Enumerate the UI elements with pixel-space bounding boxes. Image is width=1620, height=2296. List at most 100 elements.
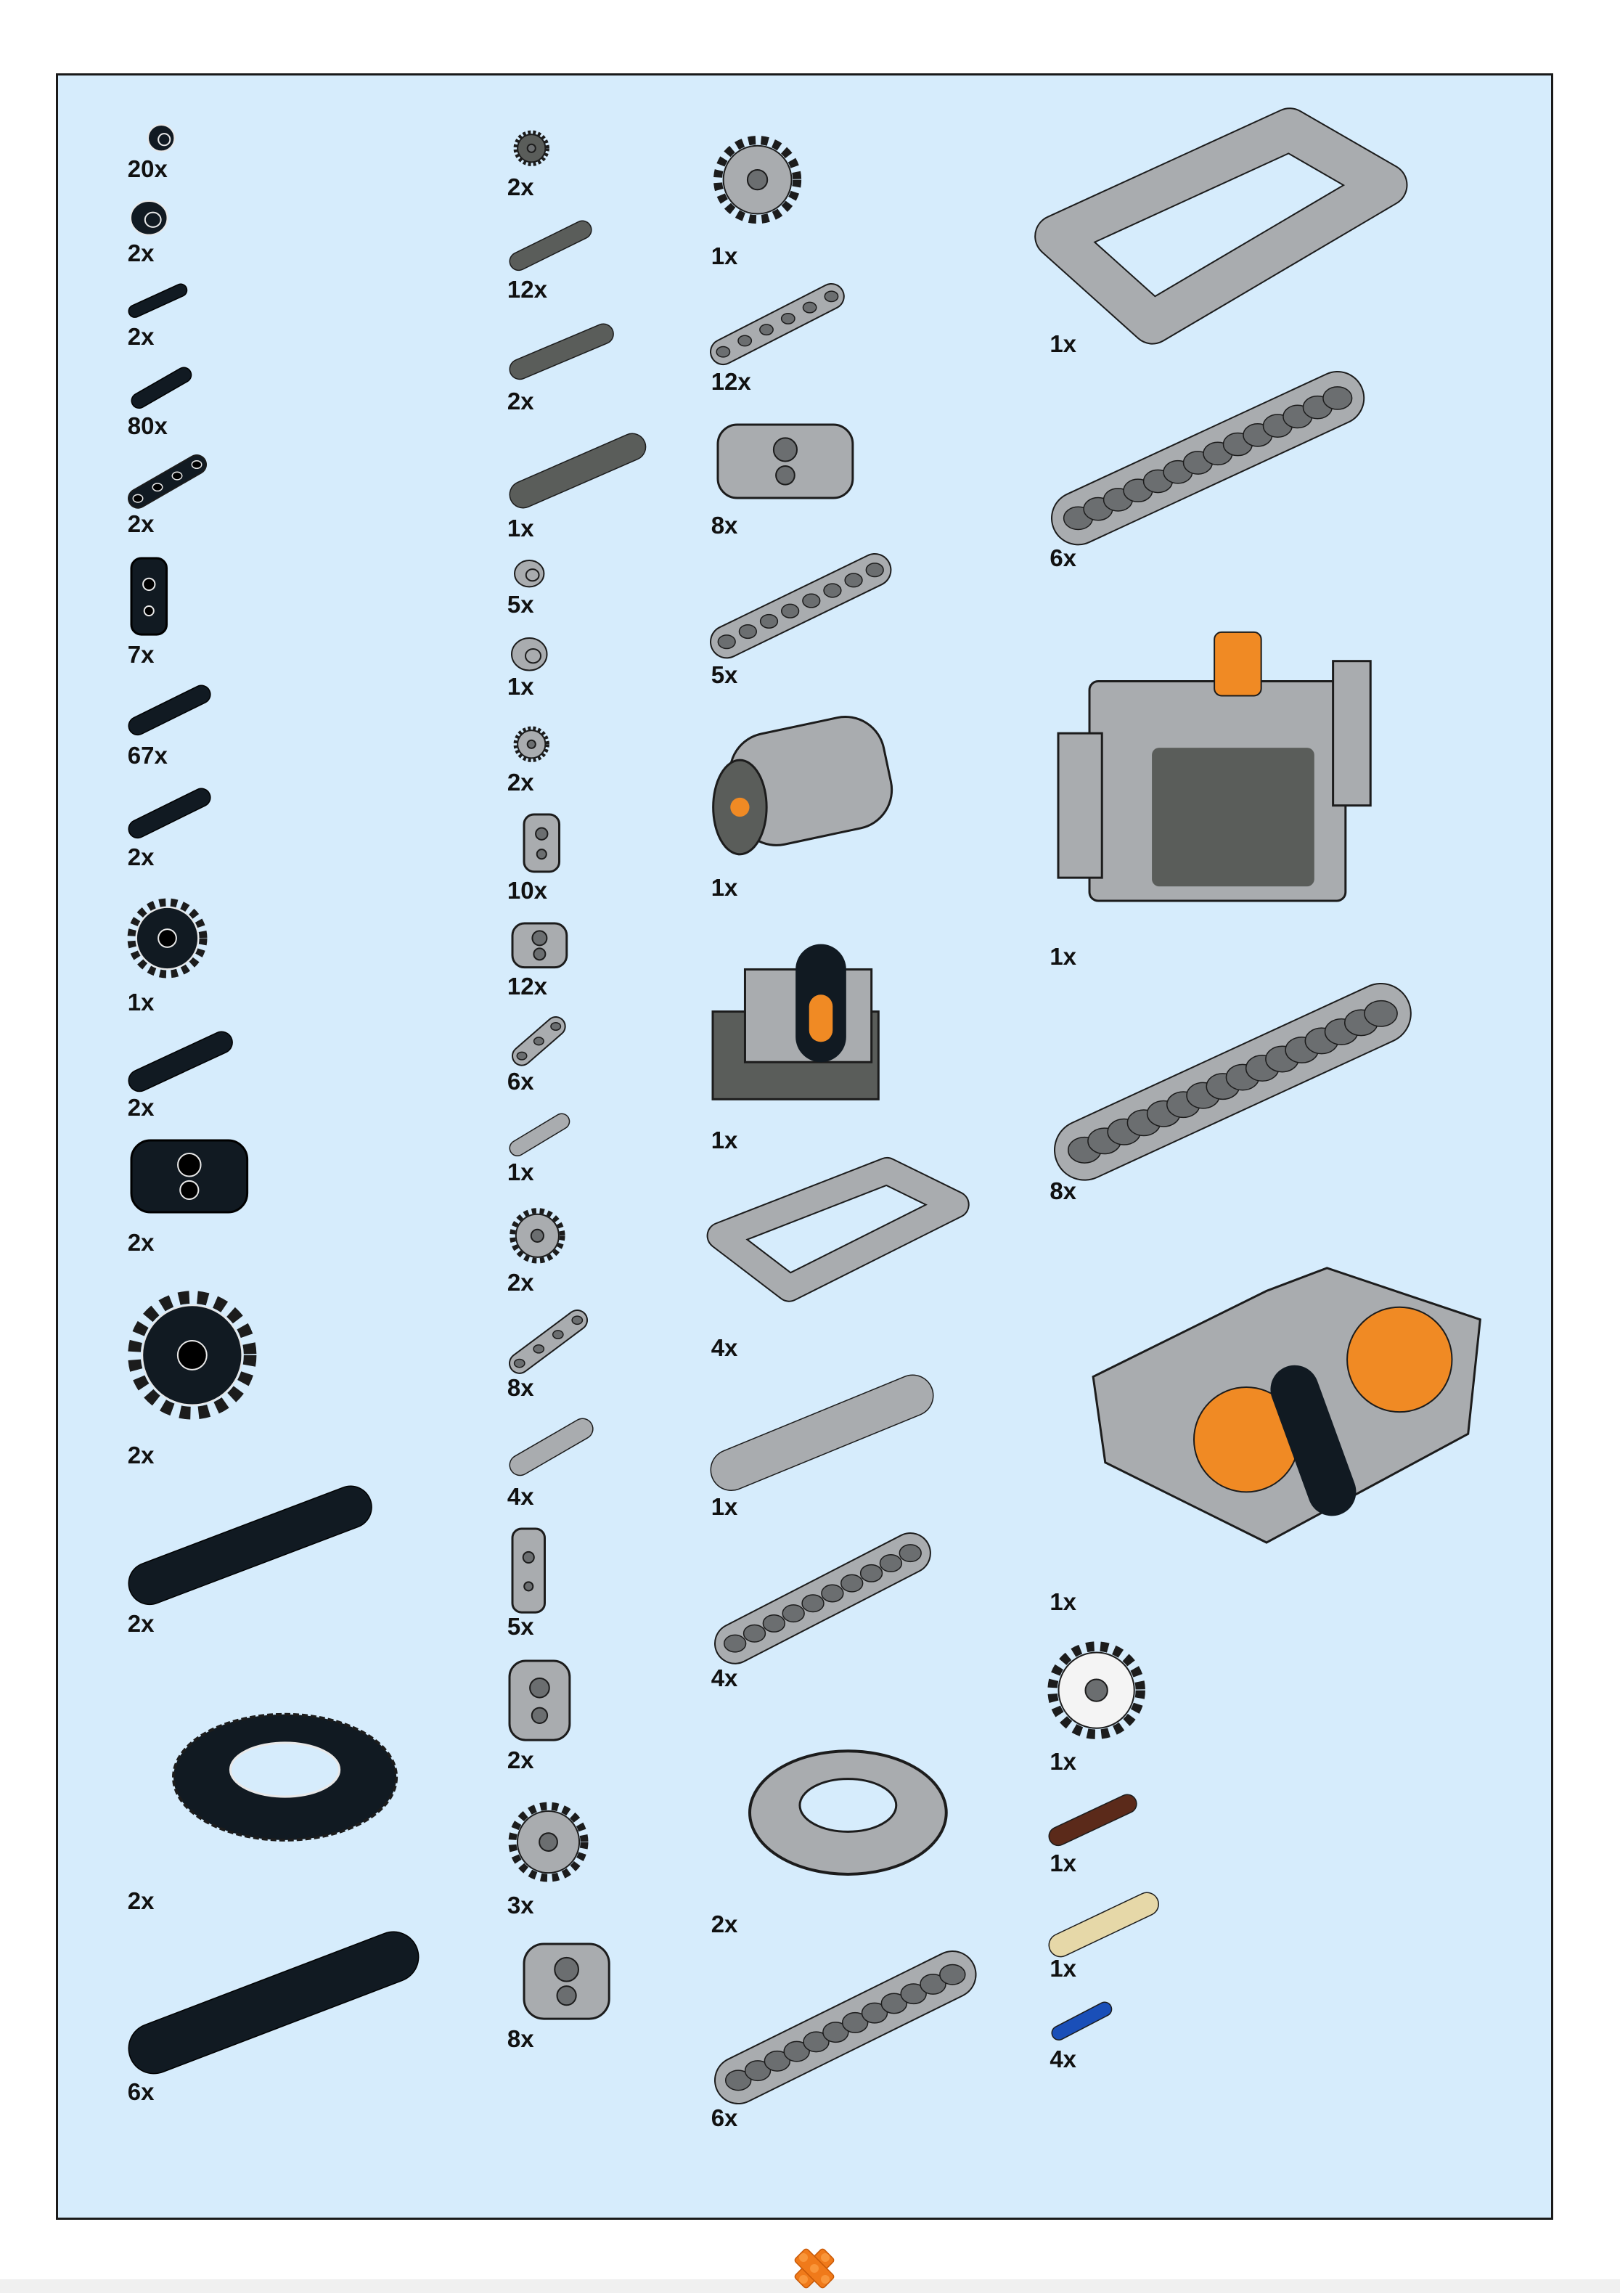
gear-24-icon — [1047, 1641, 1146, 1739]
part-quantity-label: 6x — [507, 1067, 534, 1095]
axle-icon — [128, 1031, 233, 1092]
gear-24-icon — [713, 134, 801, 226]
part-quantity-label: 8x — [1050, 1177, 1077, 1205]
part-quantity-label: 1x — [1050, 1849, 1077, 1876]
part-quantity-label: 2x — [127, 1229, 155, 1257]
part-quantity-label: 12x — [711, 368, 751, 396]
axle-pin-long-icon — [128, 788, 211, 838]
beam-9-icon — [713, 1532, 931, 1664]
beam-15-icon — [1054, 982, 1412, 1181]
part-quantity-label: 2x — [127, 1441, 155, 1468]
beam-7-icon — [709, 552, 892, 659]
part-quantity-label: 2x — [127, 1094, 155, 1122]
axle-long-icon — [128, 1485, 372, 1606]
part-quantity-label: 6x — [127, 2078, 155, 2105]
part-quantity-label: 1x — [711, 1492, 738, 1520]
t-beam-icon — [522, 1942, 611, 2021]
part-quantity-label: 5x — [507, 591, 534, 618]
part-quantity-label: 2x — [507, 387, 534, 414]
part-quantity-label: 1x — [507, 673, 534, 700]
gear-8-icon — [513, 129, 550, 168]
part-quantity-label: 5x — [507, 1613, 534, 1641]
part-quantity-label: 6x — [711, 2104, 738, 2131]
axle-icon — [1048, 1892, 1160, 1958]
part-quantity-label: 8x — [711, 512, 738, 539]
part-quantity-label: 1x — [711, 874, 738, 902]
part-quantity-label: 2x — [711, 1911, 738, 1938]
axle-connector-icon — [509, 1418, 594, 1476]
beam-3-icon — [508, 1309, 588, 1374]
cross-block-icon — [129, 556, 169, 637]
open-frame-icon — [706, 1156, 970, 1302]
friction-pin-icon — [131, 367, 192, 409]
pin-connector-icon — [510, 921, 569, 970]
part-quantity-label: 2x — [507, 768, 534, 796]
ir-receiver-icon — [711, 936, 880, 1104]
pin-icon — [1051, 2001, 1113, 2041]
knob-gear-icon — [513, 724, 550, 764]
axle-pin-icon — [128, 283, 188, 318]
motor-icon — [711, 710, 902, 867]
part-quantity-label: 2x — [127, 1610, 155, 1638]
turntable-icon — [748, 1732, 949, 1879]
part-quantity-label: 1x — [507, 515, 534, 542]
part-quantity-label: 3x — [507, 1892, 534, 1919]
cross-connector-icon — [510, 1527, 547, 1614]
angle-connector-2-icon — [507, 1659, 572, 1742]
beam-2-icon — [512, 1016, 566, 1066]
part-quantity-label: 2x — [507, 173, 534, 200]
part-quantity-label: 8x — [507, 2025, 534, 2052]
bush-icon — [510, 637, 549, 671]
part-quantity-label: 8x — [507, 1374, 534, 1402]
round-cap-icon — [147, 123, 176, 152]
gear-40-icon — [128, 1289, 257, 1421]
turntable-icon — [171, 1695, 398, 1844]
beam-3-icon — [127, 454, 207, 509]
beam-5-icon — [709, 282, 845, 366]
axle-icon — [509, 323, 614, 380]
gear-20-icon — [508, 1798, 589, 1886]
part-quantity-label: 1x — [1050, 1748, 1077, 1776]
part-quantity-label: 12x — [507, 276, 547, 303]
part-quantity-label: 1x — [1050, 1954, 1077, 1982]
triangle-beam-icon — [716, 422, 855, 500]
bush-icon — [129, 200, 169, 237]
gear-24-icon — [127, 898, 208, 979]
part-quantity-label: 2x — [507, 1268, 534, 1296]
part-quantity-label: 5x — [711, 661, 738, 689]
orange-cross-plate-logo-icon — [788, 2244, 841, 2292]
part-quantity-label: 1x — [1050, 330, 1077, 357]
part-quantity-label: 1x — [711, 1126, 738, 1153]
part-quantity-label: 2x — [127, 322, 155, 350]
connector-block-icon — [129, 1138, 250, 1214]
part-quantity-label: 1x — [711, 242, 738, 269]
part-quantity-label: 4x — [711, 1334, 738, 1362]
part-quantity-label: 80x — [127, 412, 168, 439]
part-quantity-label: 12x — [507, 972, 547, 1000]
pin-icon — [1048, 1794, 1137, 1846]
part-quantity-label: 10x — [507, 877, 547, 904]
part-quantity-label: 1x — [127, 988, 155, 1016]
beam-11-icon — [713, 1950, 977, 2104]
axle-pin-icon — [509, 220, 592, 271]
ir-remote-icon — [1085, 1262, 1489, 1548]
axle-long-icon — [710, 1374, 934, 1491]
axle-extra-long-icon — [128, 1931, 420, 2075]
half-bush-icon — [513, 559, 545, 588]
pin-icon — [509, 1113, 570, 1157]
part-quantity-label: 2x — [127, 239, 155, 266]
part-quantity-label: 4x — [507, 1482, 534, 1510]
part-quantity-label: 67x — [127, 742, 168, 769]
page-footer-strip — [0, 2279, 1620, 2293]
ladder-frame-icon — [1034, 107, 1408, 345]
part-quantity-label: 2x — [127, 510, 155, 538]
battery-box-icon — [1057, 618, 1372, 907]
part-quantity-label: 2x — [127, 843, 155, 870]
part-quantity-label: 7x — [127, 641, 155, 669]
part-quantity-label: 2x — [127, 1887, 155, 1915]
part-quantity-label: 6x — [1050, 544, 1077, 571]
angle-connector-icon — [522, 812, 562, 874]
long-pin-icon — [128, 685, 211, 736]
part-quantity-label: 1x — [1050, 943, 1077, 971]
part-quantity-label: 20x — [127, 155, 168, 183]
